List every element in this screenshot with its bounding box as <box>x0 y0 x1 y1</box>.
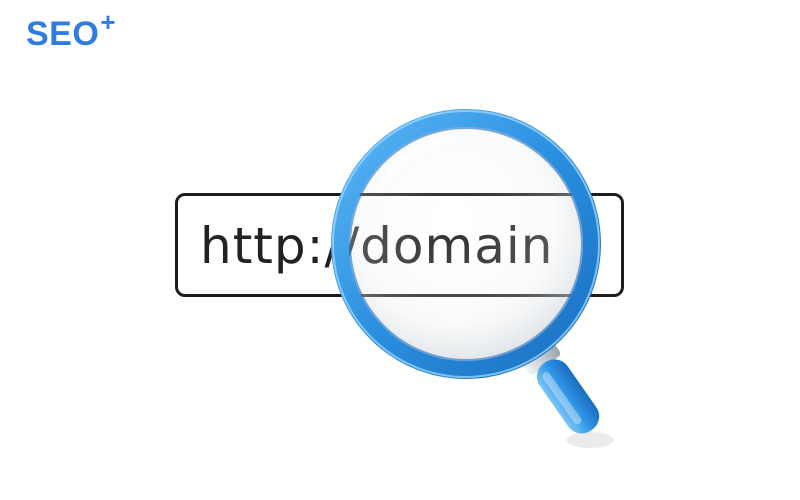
lens-glare <box>377 137 453 193</box>
magnifier-ring-highlight <box>332 110 600 378</box>
brand-logo: SEO+ <box>26 7 116 56</box>
brand-logo-text: SEO <box>26 15 100 53</box>
brand-logo-plus: + <box>100 7 116 37</box>
magnifier-lens <box>348 126 584 362</box>
magnifier-ring <box>331 109 601 379</box>
handle-shadow <box>566 432 614 448</box>
magnifier-ring-inner-edge <box>349 127 583 361</box>
